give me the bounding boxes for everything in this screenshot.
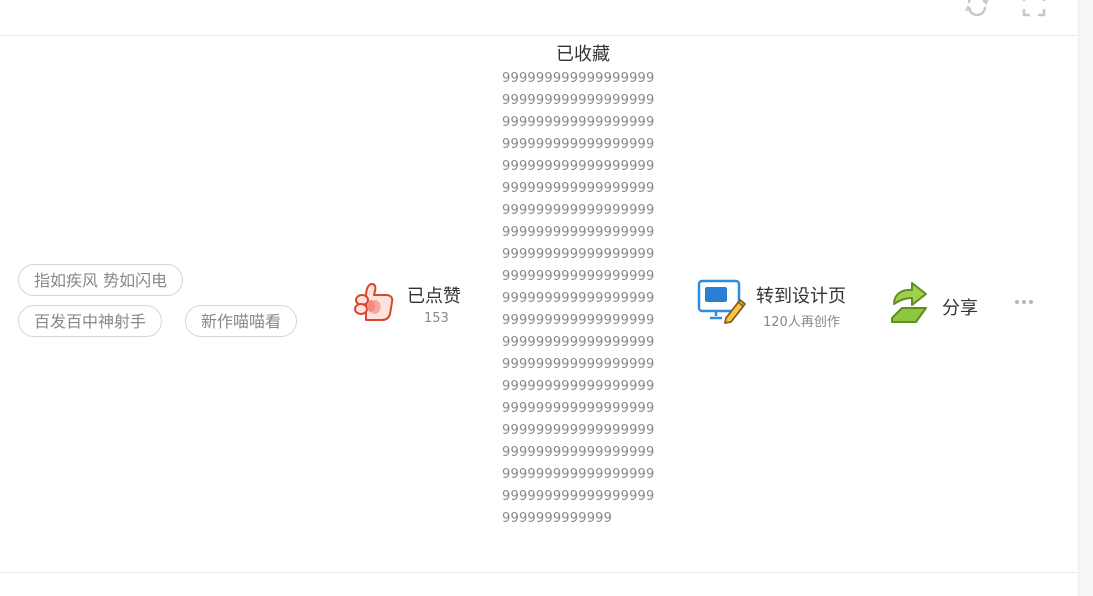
go-to-design-button[interactable]: 转到设计页 120人再创作	[696, 276, 866, 332]
fullscreen-icon[interactable]	[1021, 0, 1047, 18]
thumbs-up-icon	[354, 283, 394, 321]
more-dots-icon[interactable]	[1012, 290, 1036, 314]
like-button[interactable]: 已点赞 153	[352, 276, 482, 332]
collect-label: 已收藏	[556, 44, 610, 65]
tag-chip[interactable]: 指如疾风 势如闪电	[18, 264, 184, 296]
tag-chip[interactable]: 新作喵喵看	[185, 305, 298, 337]
tag-chip[interactable]: 百发百中神射手	[18, 305, 163, 337]
like-label: 已点赞	[407, 286, 461, 307]
refresh-icon[interactable]	[964, 0, 990, 18]
recreate-count: 120人再创作	[763, 315, 840, 330]
share-button[interactable]: 分享	[888, 280, 998, 328]
collect-button[interactable]: 已收藏 999999999999999999999999999999999999…	[492, 38, 670, 572]
divider-bottom	[0, 572, 1078, 573]
collect-count: 9999999999999999999999999999999999999999…	[502, 71, 655, 526]
scrollbar[interactable]	[1078, 0, 1093, 596]
share-label: 分享	[942, 298, 978, 319]
design-label: 转到设计页	[756, 286, 846, 307]
divider-top	[0, 35, 1078, 36]
design-board-icon	[697, 279, 746, 324]
like-count: 153	[424, 311, 449, 326]
share-arrow-icon	[891, 282, 927, 323]
